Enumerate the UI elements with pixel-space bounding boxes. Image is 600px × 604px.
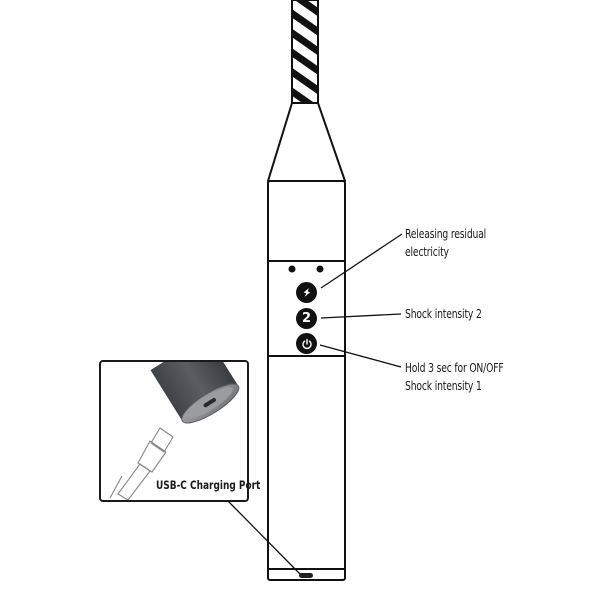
usb-c-inset-label: USB-C Charging Port bbox=[156, 478, 261, 492]
callout-power: Hold 3 sec for ON/OFF Shock intensity 1 bbox=[405, 359, 504, 395]
power-icon bbox=[301, 338, 312, 349]
usb-c-inset bbox=[99, 360, 249, 502]
callout-line-usb bbox=[226, 499, 301, 575]
braided-cable bbox=[291, 0, 319, 105]
callout-power-line2: Shock intensity 1 bbox=[405, 378, 482, 393]
callout-discharge: Releasing residual electricity bbox=[405, 225, 486, 261]
intensity-2-button: 2 bbox=[296, 308, 317, 329]
callout-intensity-2-line1: Shock intensity 2 bbox=[405, 306, 482, 321]
callout-line-power bbox=[319, 344, 402, 368]
lightning-bolt-icon bbox=[303, 287, 310, 297]
indicator-light-left bbox=[288, 265, 296, 273]
device-body bbox=[267, 180, 346, 581]
device-neck bbox=[267, 102, 346, 182]
power-button bbox=[296, 333, 317, 354]
callout-intensity-2: Shock intensity 2 bbox=[405, 305, 482, 323]
indicator-light-right bbox=[316, 265, 324, 273]
discharge-button bbox=[296, 282, 317, 303]
callout-line-intensity-2 bbox=[320, 313, 402, 319]
usb-c-cable-icon bbox=[109, 362, 240, 500]
callout-discharge-line1: Releasing residual bbox=[405, 226, 487, 241]
callout-discharge-line2: electricity bbox=[405, 244, 449, 259]
number-two-icon: 2 bbox=[301, 311, 312, 326]
usb-c-port-slot bbox=[299, 573, 313, 578]
callout-power-line1: Hold 3 sec for ON/OFF bbox=[405, 360, 504, 375]
callout-line-discharge bbox=[320, 233, 403, 289]
